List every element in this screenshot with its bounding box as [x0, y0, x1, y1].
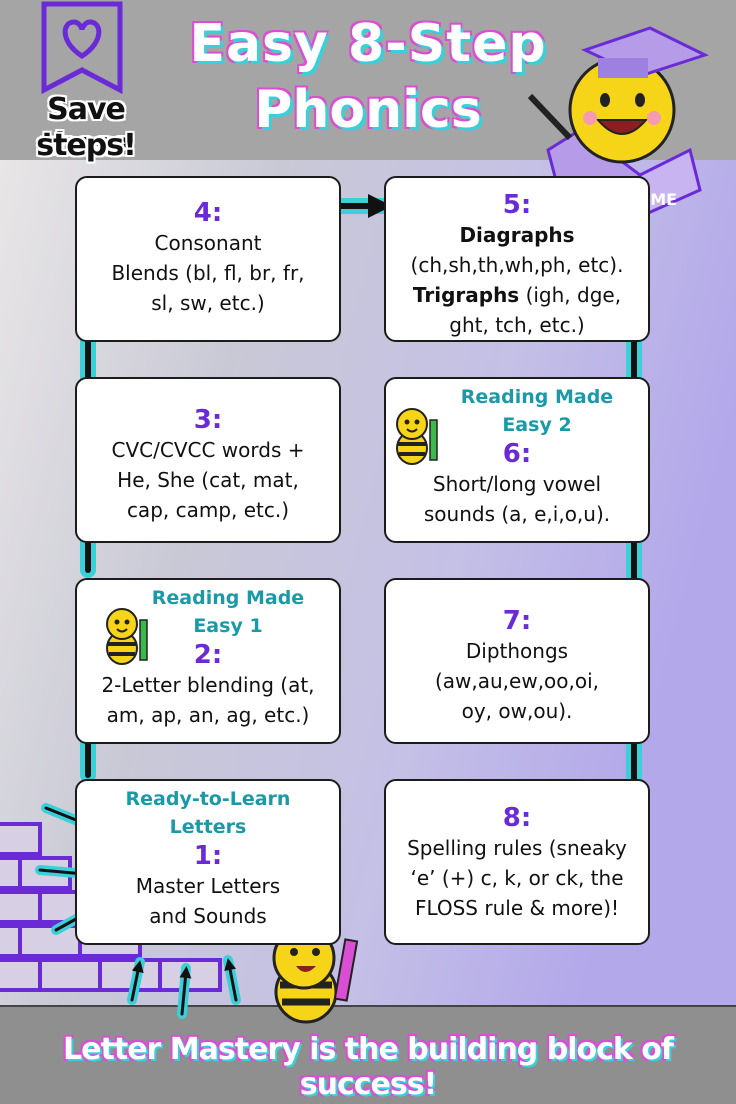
reading-made-easy-label: Easy 2 — [502, 414, 572, 436]
step-7-card: 7: Dipthongs (aw,au,ew,oo,oi, oy, ow,ou)… — [384, 578, 650, 744]
footer-slogan: Letter Mastery is the building block of … — [63, 1032, 674, 1102]
reading-made-easy-label: Easy 1 — [193, 615, 263, 637]
step-number: 2: — [193, 640, 223, 670]
reading-made-easy-label: Reading Made — [460, 386, 614, 408]
step-text-line: Blends (bl, fl, br, fr, — [111, 261, 305, 285]
step-text-line: oy, ow,ou). — [461, 699, 573, 723]
step-number: 8: — [502, 803, 532, 833]
step-text-line: Consonant — [154, 231, 262, 255]
step-text-line: cap, camp, etc.) — [126, 498, 290, 522]
step-text-line: 2-Letter blending (at, — [101, 673, 315, 697]
step-number: 1: — [193, 841, 223, 871]
step-text-line: He, She (cat, mat, — [117, 468, 299, 492]
step-6-card: Reading Made Easy 2 6: Short/long vowel … — [384, 377, 650, 543]
step-text-line: Spelling rules (sneaky — [407, 836, 627, 860]
step-number: 3: — [193, 405, 223, 435]
step-text-line: (aw,au,ew,oo,oi, — [434, 669, 600, 693]
step-text-line: sl, sw, etc.) — [151, 291, 265, 315]
step-text-line: FLOSS rule & more)! — [414, 896, 620, 920]
reading-made-easy-label: Reading Made — [151, 587, 305, 609]
ready-to-learn-label: Ready-to-Learn — [125, 788, 291, 810]
step-text-line: ‘e’ (+) c, k, or ck, the — [410, 866, 624, 890]
step-1-card: Ready-to-Learn Letters 1: Master Letters… — [75, 779, 341, 945]
step-number: 6: — [502, 439, 532, 469]
step-number: 5: — [502, 190, 532, 220]
step-4-card: 4: Consonant Blends (bl, fl, br, fr, sl,… — [75, 176, 341, 342]
step-8-card: 8: Spelling rules (sneaky ‘e’ (+) c, k, … — [384, 779, 650, 945]
step-text-line: CVC/CVCC words + — [111, 438, 305, 462]
step-text-line: am, ap, an, ag, etc.) — [106, 703, 310, 727]
step-text-line: sounds (a, e,i,o,u). — [423, 502, 611, 526]
step-text-line: and Sounds — [149, 904, 267, 928]
step-3-card: 3: CVC/CVCC words + He, She (cat, mat, c… — [75, 377, 341, 543]
bookmark-icon — [41, 1, 123, 95]
step-2-card: Reading Made Easy 1 2: 2-Letter blending… — [75, 578, 341, 744]
step-5-card: 5: Diagraphs (ch,sh,th,wh,ph, etc). Trig… — [384, 176, 650, 342]
step-text-line: (ch,sh,th,wh,ph, etc). — [410, 253, 624, 277]
step-number: 4: — [193, 198, 223, 228]
diagraphs-heading: Diagraphs — [459, 223, 575, 247]
save-steps-line-1: Save these — [41, 92, 131, 162]
ready-to-learn-label: Letters — [169, 816, 247, 838]
step-text-line: Master Letters — [135, 874, 281, 898]
save-steps-line-2: steps! — [36, 128, 137, 163]
bee-icon — [396, 408, 438, 465]
step-text-line: Short/long vowel — [432, 472, 602, 496]
step-text-line: Dipthongs — [465, 639, 569, 663]
step-number: 7: — [502, 606, 532, 636]
step-text-line: ght, tch, etc.) — [449, 313, 585, 337]
trigraphs-heading: Trigraphs — [412, 283, 520, 307]
bee-icon — [106, 608, 148, 665]
step-text-line: (igh, dge, — [519, 283, 622, 307]
title-line-1: Easy 8-Step — [189, 14, 547, 74]
title-line-2: Phonics — [254, 80, 482, 140]
